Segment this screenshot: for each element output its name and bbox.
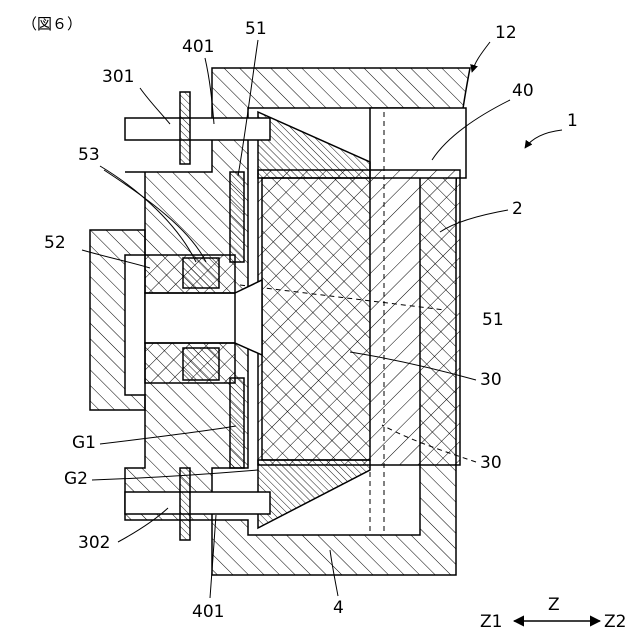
label-30-b: 30 <box>480 453 502 473</box>
shaft-52 <box>145 293 240 343</box>
label-53: 53 <box>78 145 100 165</box>
seal-left-top <box>230 172 244 262</box>
washer-302 <box>180 468 190 540</box>
washer-301 <box>180 92 190 164</box>
cone-51-top <box>258 112 370 178</box>
pin-302 <box>125 492 270 514</box>
shaft-flare <box>235 280 262 355</box>
label-301: 301 <box>102 67 134 87</box>
axis-z2-label: Z2 <box>604 612 626 632</box>
label-52: 52 <box>44 233 66 253</box>
pin-301 <box>125 118 270 140</box>
label-12: 12 <box>495 23 517 43</box>
bearing-53-bottom <box>183 348 219 380</box>
seal-left-bottom <box>230 378 244 468</box>
label-40: 40 <box>512 81 534 101</box>
label-302: 302 <box>78 533 110 553</box>
label-30-a: 30 <box>480 370 502 390</box>
left-wall <box>90 230 145 410</box>
label-G1: G1 <box>72 433 96 453</box>
axis-z-label: Z <box>548 595 560 615</box>
leader-1 <box>525 130 562 148</box>
label-2: 2 <box>512 199 523 219</box>
label-401-bottom: 401 <box>192 602 224 622</box>
label-4: 4 <box>333 598 344 618</box>
cone-51-bottom <box>258 460 370 528</box>
label-G2: G2 <box>64 469 88 489</box>
leader-12 <box>472 42 490 72</box>
label-1: 1 <box>567 111 578 131</box>
figure-caption: （図６） <box>22 15 82 33</box>
label-51-mid: 51 <box>482 310 504 330</box>
label-51-top: 51 <box>245 19 267 39</box>
label-401-top: 401 <box>182 37 214 57</box>
axis-z1-label: Z1 <box>480 612 502 632</box>
bearing-53-top <box>183 258 219 288</box>
cavity-30 <box>262 178 370 460</box>
